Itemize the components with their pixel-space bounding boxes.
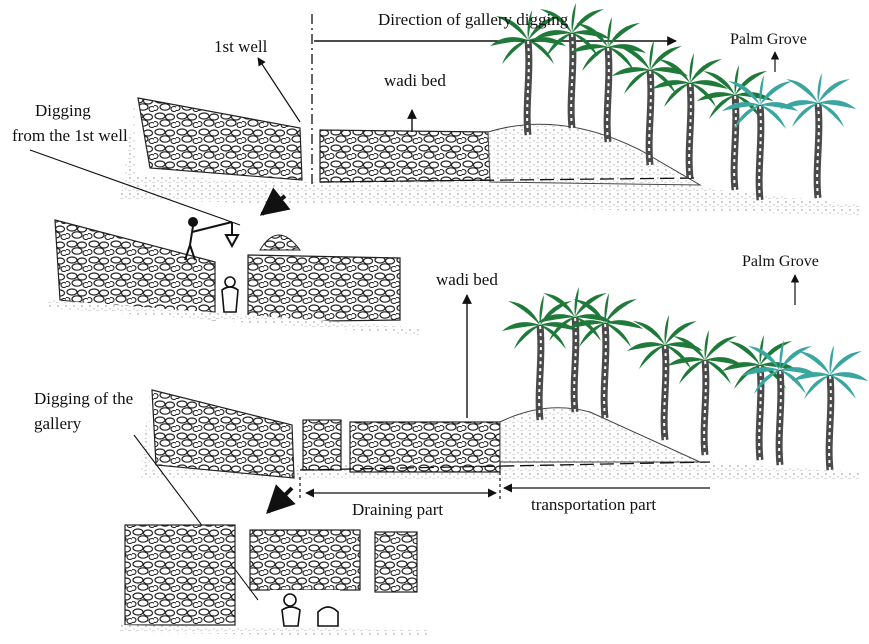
palm-tree — [780, 73, 856, 198]
bottom-sand-mound — [500, 408, 700, 462]
inset2-right-block — [375, 532, 417, 592]
bottom-inset — [120, 525, 430, 636]
digging-gallery-label-1: Digging of the — [34, 389, 133, 408]
top-inset — [45, 218, 420, 335]
inset-arrow-bottom — [268, 488, 292, 512]
inset2-left-block — [125, 525, 235, 625]
inset2-ground — [120, 625, 430, 636]
transportation-part-label: transportation part — [531, 495, 656, 514]
palm-tree — [502, 295, 578, 420]
well-shaft-top — [304, 126, 318, 182]
wadi-bed-top-label: wadi bed — [384, 71, 446, 90]
draining-part-label: Draining part — [352, 500, 443, 519]
direction-label: Direction of gallery digging — [378, 10, 569, 29]
inset2-middle-block — [250, 530, 360, 590]
bottom-wadi-stones — [350, 422, 500, 472]
wadi-bed-bottom-label: wadi bed — [436, 270, 498, 289]
digging-first-well-label-2: from the 1st well — [12, 126, 128, 145]
palm-tree — [742, 340, 818, 465]
first-well-arrow — [258, 58, 300, 122]
top-wadi-stones — [320, 130, 495, 182]
first-well-label: 1st well — [214, 37, 268, 56]
palm-tree — [627, 315, 703, 440]
bottom-section — [134, 275, 868, 600]
palm-grove-bottom-label: Palm Grove — [742, 253, 819, 270]
top-sand-mound — [488, 124, 700, 185]
digger-in-shaft — [222, 277, 238, 312]
palm-tree — [667, 330, 743, 455]
palm-tree — [792, 345, 868, 470]
worker-figure — [185, 218, 238, 260]
inset1-right-wall — [248, 255, 400, 322]
palm-tree — [652, 53, 728, 178]
digging-first-well-label-1: Digging — [35, 101, 91, 120]
palm-grove-top-label: Palm Grove — [730, 31, 807, 48]
bottom-left-wall — [152, 390, 294, 478]
digging-gallery-label-2: gallery — [34, 414, 82, 433]
top-left-wall — [138, 98, 302, 180]
palm-tree — [722, 335, 798, 460]
inset1-spoil-heap — [260, 235, 300, 250]
bottom-stone-block-1 — [303, 420, 341, 470]
